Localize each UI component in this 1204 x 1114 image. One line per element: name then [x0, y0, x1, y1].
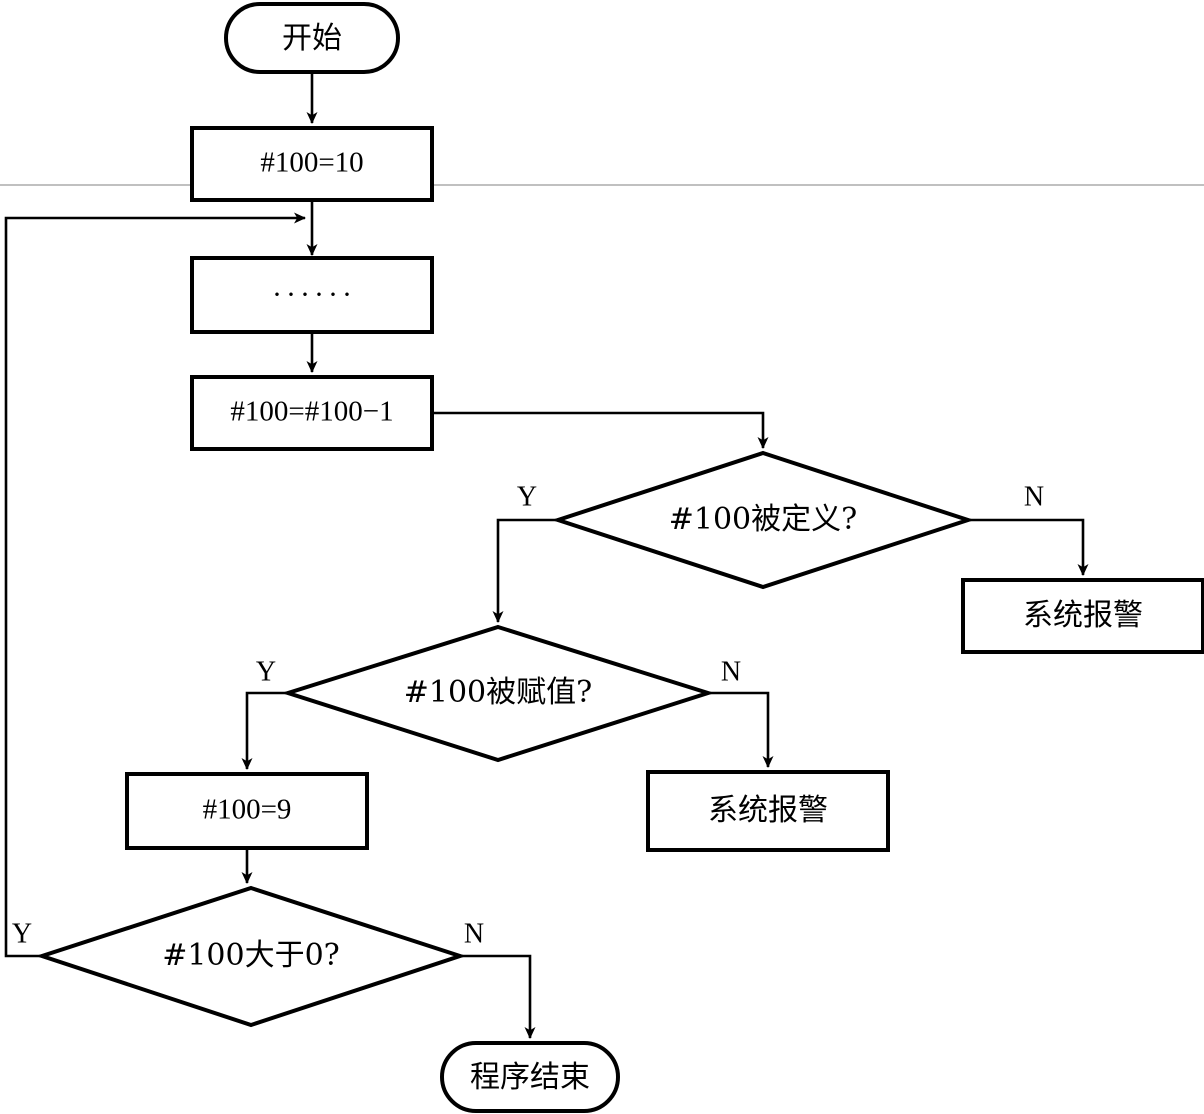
node-decrement[interactable]: #100=#100−1: [190, 375, 434, 451]
start-terminator-shape: [224, 2, 400, 74]
connector-layer: [4, 72, 1089, 1039]
node-assign9[interactable]: #100=9: [125, 772, 369, 850]
node-ellipsis[interactable]: ······: [190, 256, 434, 334]
decision-assigned-shape: [281, 624, 715, 763]
decrement-label: #100=#100−1: [230, 396, 393, 428]
end-label: 程序结束: [470, 1060, 590, 1095]
edge-assigned-yes-to-assign9: [241, 691, 288, 770]
init-process-shape: [190, 126, 434, 202]
alarm2-process-shape: [646, 770, 890, 852]
node-start[interactable]: 开始: [224, 2, 400, 74]
edge-assigned-no-to-alarm2: [708, 691, 774, 768]
decision-defined-shape: [551, 450, 975, 590]
branch-label-layer: Y N Y N Y N: [12, 481, 1044, 949]
node-decision-assigned[interactable]: #100被赋值?: [281, 624, 715, 763]
node-decision-gt0[interactable]: #100大于0?: [35, 885, 467, 1028]
decision-gt0-label: #100大于0?: [162, 938, 340, 973]
alarm2-label: 系统报警: [708, 793, 828, 828]
branch-label-assigned-yes: Y: [256, 656, 276, 687]
branch-label-defined-no: N: [1024, 481, 1044, 512]
start-label: 开始: [282, 21, 342, 56]
node-alarm1[interactable]: 系统报警: [961, 578, 1204, 654]
branch-label-defined-yes: Y: [517, 481, 537, 512]
edge-defined-yes-to-decision-assigned: [492, 518, 558, 623]
end-terminator-shape: [440, 1041, 620, 1113]
ellipsis-label: ······: [272, 278, 356, 311]
node-layer: 开始 #100=10 ······ #100=#100−1 #100被定义?: [35, 2, 1204, 1113]
node-init[interactable]: #100=10: [190, 126, 434, 202]
edge-gt0-no-to-end: [460, 954, 536, 1039]
branch-label-gt0-yes: Y: [12, 918, 32, 949]
assign9-process-shape: [125, 772, 369, 850]
init-label: #100=10: [260, 147, 363, 179]
node-decision-defined[interactable]: #100被定义?: [551, 450, 975, 590]
decrement-process-shape: [190, 375, 434, 451]
ellipsis-process-shape: [190, 256, 434, 334]
decision-defined-label: #100被定义?: [669, 502, 857, 537]
decision-assigned-label: #100被赋值?: [404, 675, 592, 710]
node-end[interactable]: 程序结束: [440, 1041, 620, 1113]
branch-label-gt0-no: N: [464, 918, 484, 949]
edge-decrement-to-decision-defined: [432, 411, 769, 449]
alarm1-process-shape: [961, 578, 1204, 654]
edge-gt0-yes-loop-back: [4, 212, 306, 958]
decision-gt0-shape: [35, 885, 467, 1028]
alarm1-label: 系统报警: [1023, 598, 1143, 633]
assign9-label: #100=9: [203, 794, 292, 826]
branch-label-assigned-no: N: [721, 656, 741, 687]
node-alarm2[interactable]: 系统报警: [646, 770, 890, 852]
edge-defined-no-to-alarm1: [968, 518, 1089, 576]
